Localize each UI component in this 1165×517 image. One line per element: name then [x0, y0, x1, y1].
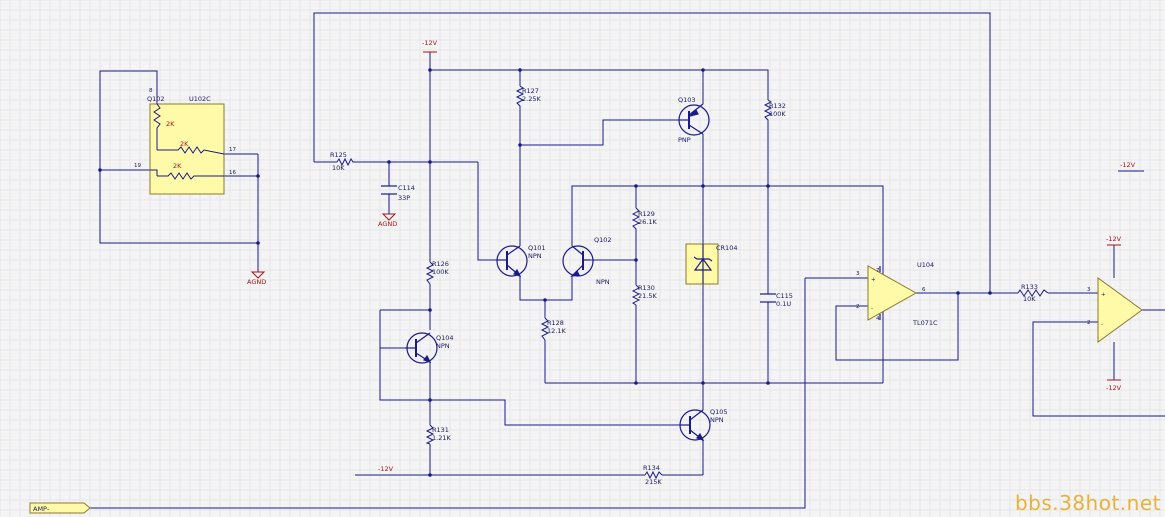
r127-body — [515, 85, 525, 110]
u104-pin2: 2 — [856, 304, 860, 310]
r126-body — [425, 261, 435, 285]
vneg-right-label: -12V — [1106, 384, 1122, 392]
r133-val: 10K — [1023, 295, 1036, 303]
r130-body — [631, 284, 641, 306]
agnd-label-2: AGND — [247, 278, 266, 286]
svg-text:-: - — [1101, 322, 1103, 328]
r131-ref: R131 — [432, 426, 449, 434]
junctions — [98, 68, 992, 477]
r126-val: 100K — [432, 268, 449, 276]
u102c-sub: Q102 — [147, 95, 165, 103]
r131-val: 1.21K — [432, 434, 451, 442]
resistors — [336, 85, 1049, 480]
q105-ref: Q105 — [710, 408, 728, 416]
u-right-pin2: 2 — [1087, 320, 1091, 326]
r126-ref: R126 — [432, 260, 449, 268]
transistors — [405, 103, 711, 442]
r125-ref: R125 — [330, 151, 347, 159]
capacitors — [381, 185, 776, 303]
q105-type: NPN — [710, 416, 724, 424]
u102c-symbol — [149, 90, 225, 195]
q103-symbol — [678, 103, 710, 136]
q101-ref: Q101 — [528, 244, 546, 252]
q103-ref: Q103 — [678, 96, 696, 104]
svg-text:+: + — [871, 277, 876, 283]
r130-val: 21.5K — [638, 292, 657, 300]
labels: -12V -12V -12V -12V -12V AGND AGND AMP- … — [33, 39, 1136, 513]
u104-pin7: 7 — [876, 268, 880, 274]
r133-ref: R133 — [1021, 283, 1038, 291]
u104-pin4: 4 — [876, 316, 880, 322]
q103-type: PNP — [678, 136, 691, 144]
r128-body — [540, 317, 550, 341]
r132-ref: R132 — [769, 102, 786, 110]
agnd-label-1: AGND — [378, 220, 397, 228]
amp-port-symbol — [29, 502, 91, 514]
r133-body — [1017, 289, 1049, 297]
vpos-right-label: -12V — [1106, 235, 1122, 243]
opamps: + - + - — [867, 265, 1143, 343]
c115-ref: C115 — [776, 292, 793, 300]
r134-val: 215K — [645, 478, 662, 486]
c115-val: 0.1U — [776, 300, 791, 308]
u104-symbol — [867, 265, 918, 321]
r128-val: 12.1K — [547, 327, 566, 335]
u102c-r3: 2K — [173, 162, 182, 170]
q102-ref: Q102 — [594, 236, 612, 244]
u104-pin3: 3 — [856, 271, 860, 277]
watermark: bbs.38hot.net — [1014, 491, 1161, 515]
r125-body — [336, 157, 355, 167]
r129-val: 26.1K — [638, 218, 657, 226]
power-symbols — [250, 51, 1121, 381]
q102-symbol — [562, 245, 594, 277]
u104-ref: U104 — [917, 261, 934, 269]
q104-type: NPN — [436, 342, 450, 350]
r129-body — [631, 207, 641, 232]
u104-pin6: 6 — [922, 287, 926, 293]
r127-val: 2.25K — [522, 95, 541, 103]
q104-symbol — [405, 332, 438, 364]
c114-ref: C114 — [398, 184, 415, 192]
r134-body — [644, 470, 663, 480]
r125-val: 10K — [332, 164, 345, 172]
q105-symbol — [679, 409, 711, 442]
q101-type: NPN — [528, 252, 542, 260]
amp-port-label: AMP- — [33, 505, 50, 513]
u-right-pin3: 3 — [1087, 287, 1091, 293]
u102c-r1: 2K — [166, 120, 175, 128]
u102c-pin17: 17 — [229, 147, 236, 153]
r132-body — [763, 99, 773, 122]
u102c-pin19: 19 — [134, 163, 141, 169]
r134-ref: R134 — [643, 464, 660, 472]
q101-symbol — [496, 245, 528, 278]
r127-ref: R127 — [522, 87, 539, 95]
r129-ref: R129 — [638, 210, 655, 218]
r130-ref: R130 — [638, 284, 655, 292]
r132-val: 100K — [769, 110, 786, 118]
c114-val: 33P — [398, 194, 410, 202]
q104-ref: Q104 — [436, 334, 454, 342]
cr104-ref: CR104 — [716, 244, 737, 252]
cr104-symbol — [685, 243, 719, 285]
svg-text:-: - — [871, 306, 873, 312]
u-right-symbol — [1097, 277, 1143, 343]
r128-ref: R128 — [547, 319, 564, 327]
vneg-bottom-label: -12V — [378, 465, 394, 473]
offsheet-right-label: -12V — [1120, 161, 1136, 169]
u102c-ref: U102C — [189, 95, 211, 103]
u102c-r2: 2K — [180, 140, 189, 148]
u102c-pin8: 8 — [149, 88, 153, 94]
q102-type: NPN — [596, 278, 610, 286]
vpos-label: -12V — [422, 39, 438, 47]
r131-body — [425, 424, 435, 445]
u104-part: TL071C — [912, 319, 938, 327]
svg-text:+: + — [1101, 292, 1106, 298]
u102c-pin16: 16 — [229, 170, 236, 176]
